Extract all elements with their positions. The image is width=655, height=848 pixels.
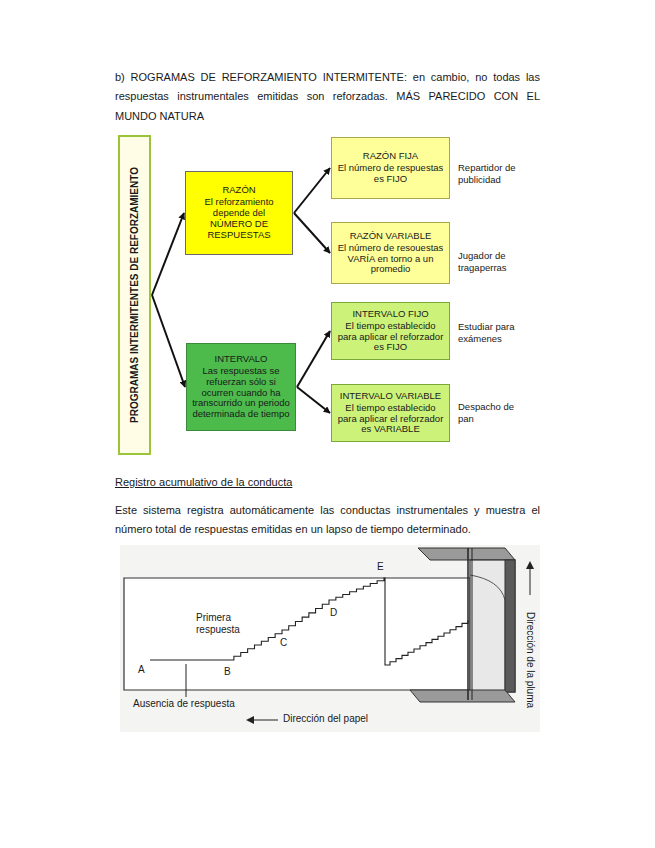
example-label: Repartidor de publicidad <box>458 162 528 186</box>
point-label: E <box>377 561 389 574</box>
box-heading: RAZÓN VARIABLE <box>350 231 432 242</box>
response-trace <box>150 578 468 665</box>
point-label: D <box>330 607 342 620</box>
category-box: RAZÓNEl reforzamiento depende del NÚMERO… <box>185 171 293 255</box>
example-label: Estudiar para exámenes <box>458 321 533 345</box>
direction-label: Dirección del papel <box>283 713 393 726</box>
drum-curve <box>470 575 505 690</box>
box-heading: RAZÓN <box>222 185 255 196</box>
callout-label: Primera respuesta <box>196 612 248 635</box>
paper-sheet <box>124 578 470 690</box>
program-box: PROGRAMAS INTERMITENTES DE REFORZAMIENTO <box>118 135 151 455</box>
connector-arrow <box>294 168 330 213</box>
arrow-head <box>526 561 534 569</box>
box-heading: RAZÓN FIJA <box>363 151 418 162</box>
pen-arm <box>472 548 473 700</box>
direction-arrow <box>530 566 531 595</box>
drum <box>470 560 515 692</box>
direction-label: Dirección de la pluma <box>524 612 537 708</box>
box-body: El número de respuestas es FIJO <box>337 163 444 185</box>
schedule-box: INTERVALO VARIABLEEl tiempo establecido … <box>331 384 450 442</box>
top-plate <box>418 548 515 560</box>
schedule-box: INTERVALO FIJOEl tiempo establecido para… <box>331 302 450 360</box>
direction-arrow <box>250 720 278 721</box>
section-text: Este sistema registra automáticamente la… <box>115 501 540 540</box>
box-heading: INTERVALO FIJO <box>352 309 428 320</box>
cumulative-record <box>150 578 468 665</box>
pen-arm <box>467 548 469 700</box>
box-body: El tiempo establecido para aplicar el re… <box>337 403 444 436</box>
box-body: El número de resouestas VARÍA en torno a… <box>337 243 444 276</box>
drum-side <box>505 560 515 692</box>
photo-ground <box>120 545 540 732</box>
box-body: Las respuestas se refuerzan sólo si ocur… <box>192 366 290 421</box>
box-heading: INTERVALO <box>215 354 268 365</box>
connector-arrow <box>297 331 330 387</box>
schedule-box: RAZÓN FIJAEl número de respuestas es FIJ… <box>331 137 450 199</box>
intro-text: b) ROGRAMAS DE REFORZAMIENTO INTERMITENT… <box>115 68 540 126</box>
leader-line <box>186 664 187 697</box>
section-heading: Registro acumulativo de la conducta <box>115 476 415 490</box>
example-label: Despacho de pan <box>458 401 518 425</box>
arrow-head <box>246 716 254 724</box>
example-label: Jugador de tragaperras <box>458 250 528 274</box>
point-label: A <box>138 664 150 677</box>
base-plate <box>410 690 515 702</box>
point-label: C <box>280 637 292 650</box>
category-box: INTERVALOLas respuestas se refuerzan sól… <box>186 343 296 431</box>
box-body: El tiempo establecido para aplicar el re… <box>337 321 444 354</box>
connector-arrow <box>294 213 330 253</box>
connector-arrow <box>152 213 184 295</box>
point-label: B <box>224 666 236 679</box>
schedule-box: RAZÓN VARIABLEEl número de resouestas VA… <box>331 222 450 284</box>
connector-arrow <box>297 387 330 413</box>
box-body: El reforzamiento depende del NÚMERO DE R… <box>191 197 287 241</box>
connector-arrow <box>152 295 185 387</box>
box-heading: INTERVALO VARIABLE <box>340 391 441 402</box>
callout-label: Ausencia de respuesta <box>133 698 263 711</box>
box-heading: PROGRAMAS INTERMITENTES DE REFORZAMIENTO <box>129 167 141 423</box>
